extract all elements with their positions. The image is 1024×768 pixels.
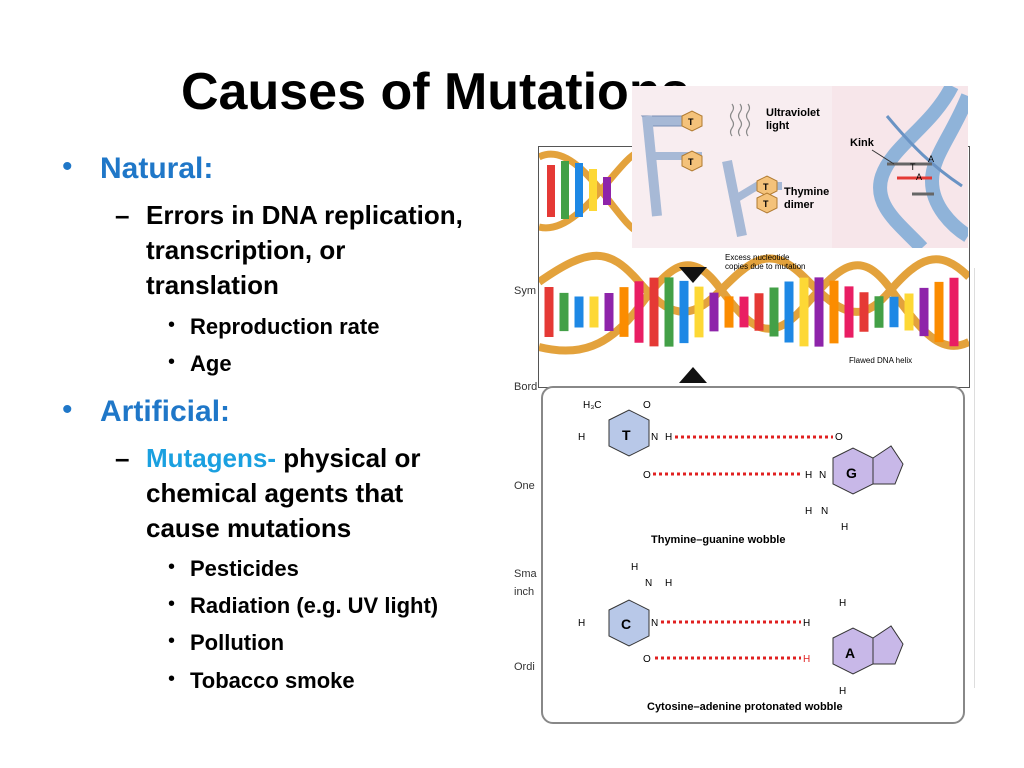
artificial-subitem: Radiation (e.g. UV light): [190, 593, 439, 618]
bullet-dot: •: [168, 314, 176, 336]
base-t-label: T: [910, 162, 916, 172]
thymine-label: T: [763, 199, 769, 209]
atom-label: N: [821, 506, 828, 517]
helix-top-caption: Excess nucleotide: [725, 253, 790, 262]
bullet-dot: •: [168, 668, 176, 690]
atom-label: H: [665, 432, 672, 443]
base-C: C: [621, 616, 631, 632]
natural-item-line1: Errors in DNA replication,: [146, 200, 463, 230]
mutagens-label: Mutagens-: [146, 443, 276, 473]
wobble-pair-illustration: T H₃C O O N H H O G H N H N H Thymine–gu…: [578, 400, 904, 713]
atom-label: O: [643, 470, 651, 481]
pair1-caption: Thymine–guanine wobble: [651, 534, 785, 546]
atom-label: H: [665, 578, 672, 589]
side-fragment: inch: [514, 586, 535, 598]
uv-wave-icon: [729, 103, 751, 137]
dna-helix-illustration: Excess nucleotide copies due to mutation…: [539, 148, 969, 383]
atom-label: N: [645, 578, 652, 589]
thymine-label: T: [763, 182, 769, 192]
bullet-dot: •: [168, 630, 176, 652]
kink-label: Kink: [850, 137, 875, 149]
atom-label: H: [805, 470, 812, 481]
helix-bottom-caption: Flawed DNA helix: [849, 356, 912, 365]
side-fragment: Bord: [514, 381, 538, 393]
atom-label: H: [803, 618, 810, 629]
thymine-label: T: [688, 157, 694, 167]
natural-subitem: Reproduction rate: [190, 314, 380, 339]
atom-label: H: [841, 522, 848, 533]
atom-label: O: [835, 432, 843, 443]
atom-label: H: [839, 686, 846, 697]
base-a-label: A: [928, 154, 934, 164]
pair2-caption: Cytosine–adenine protonated wobble: [647, 701, 843, 713]
slide-title: Causes of Mutations: [181, 63, 690, 121]
side-fragment: One: [514, 480, 535, 492]
mutagens-line2: chemical agents that: [146, 478, 404, 508]
side-fragment: Ordi: [514, 661, 535, 673]
artificial-subitem: Tobacco smoke: [190, 668, 355, 693]
helix-top-caption-2: copies due to mutation: [725, 262, 806, 271]
bullet-dot: •: [62, 150, 73, 183]
atom-label: N: [651, 432, 658, 443]
natural-item-line2: transcription, or: [146, 235, 346, 265]
dimer-label: Thymine: [784, 186, 829, 198]
atom-label: H: [803, 654, 810, 665]
atom-label: H: [839, 598, 846, 609]
mutagens-line1: Mutagens- physical or: [146, 443, 421, 474]
side-fragment: Sym: [514, 285, 536, 297]
base-a-label: A: [916, 172, 922, 182]
base-A: A: [845, 645, 855, 661]
atom-label: H: [631, 562, 638, 573]
atom-label: O: [643, 400, 651, 411]
natural-heading: Natural:: [100, 152, 214, 185]
base-T: T: [622, 427, 631, 443]
thymine-label: T: [688, 117, 694, 127]
base-G: G: [846, 465, 857, 481]
methyl-label: H₃C: [583, 400, 602, 411]
atom-label: N: [819, 470, 826, 481]
artificial-subitem: Pesticides: [190, 556, 299, 581]
atom-label: N: [651, 618, 658, 629]
bullet-dot: •: [62, 393, 73, 426]
natural-item-line3: translation: [146, 270, 279, 300]
uv-label: Ultraviolet: [766, 107, 820, 119]
uv-label: light: [766, 120, 790, 132]
mutagens-text: physical or: [276, 443, 421, 473]
side-fragment: Sma: [514, 568, 537, 580]
dimer-label: dimer: [784, 199, 815, 211]
dash-marker: –: [115, 200, 130, 230]
artificial-subitem: Pollution: [190, 630, 285, 655]
atom-label: H: [578, 432, 585, 443]
atom-label: H: [578, 618, 585, 629]
bullet-dot: •: [168, 351, 176, 373]
uv-dimer-figure: T T Ultraviolet light T T Thymine dimer …: [632, 86, 968, 248]
mutagens-line3: cause mutations: [146, 513, 352, 543]
bullet-dot: •: [168, 593, 176, 615]
wobble-pair-figure: T H₃C O O N H H O G H N H N H Thymine–gu…: [541, 386, 965, 724]
atom-label: H: [805, 506, 812, 517]
bullet-dot: •: [168, 556, 176, 578]
dash-marker: –: [115, 443, 130, 473]
atom-label: O: [643, 654, 651, 665]
uv-dimer-illustration: T T Ultraviolet light T T Thymine dimer …: [640, 86, 968, 248]
natural-subitem: Age: [190, 351, 232, 376]
artificial-heading: Artificial:: [100, 395, 231, 428]
